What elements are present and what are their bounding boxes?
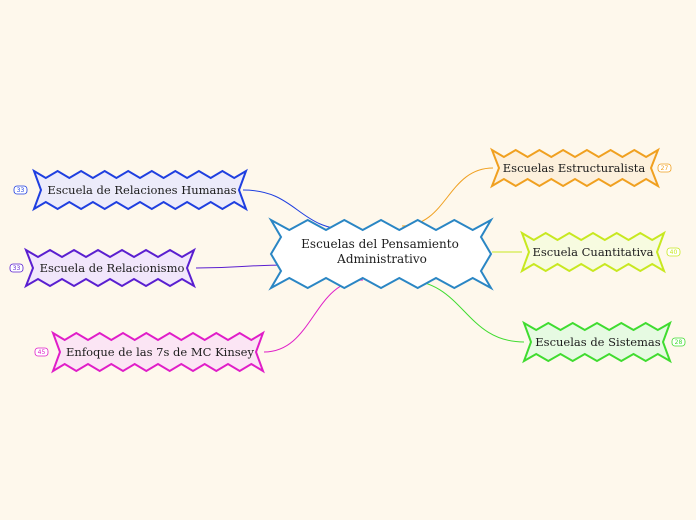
topic-sistemas[interactable]: Escuelas de Sistemas 28	[522, 320, 686, 364]
topic-relacionismo[interactable]: Escuela de Relacionismo 33	[9, 247, 196, 289]
topic-relaciones-humanas[interactable]: Escuela de Relaciones Humanas 33	[13, 168, 248, 212]
central-topic-shape	[268, 217, 494, 291]
count-badge: 33	[9, 263, 24, 273]
topic-shape	[490, 147, 660, 189]
connector-siete-s	[263, 279, 364, 353]
count-badge: 28	[671, 337, 686, 347]
topic-siete-s[interactable]: Enfoque de las 7s de MC Kinsey 45	[34, 330, 265, 374]
count-badge-text: 33	[17, 187, 25, 194]
topic-label: Escuelas Estructuralista	[503, 161, 646, 175]
central-topic-line-1: Escuelas del Pensamiento	[301, 237, 459, 251]
topic-shape	[32, 168, 248, 212]
topic-label: Escuela Cuantitativa	[532, 245, 653, 259]
count-badge: 40	[666, 247, 681, 257]
topic-estructuralista[interactable]: Escuelas Estructuralista 27	[490, 147, 672, 189]
topic-cuantitativa[interactable]: Escuela Cuantitativa 40	[520, 230, 681, 274]
topic-shape	[522, 320, 672, 364]
connector-sistemas	[403, 279, 525, 343]
count-badge-text: 28	[675, 339, 683, 346]
count-badge-text: 33	[13, 265, 21, 272]
count-badge-text: 40	[670, 249, 678, 256]
count-badge: 27	[657, 163, 672, 173]
topic-label: Escuela de Relaciones Humanas	[47, 183, 236, 197]
connector-relacionismo	[195, 264, 289, 269]
topic-label: Escuelas de Sistemas	[535, 335, 661, 349]
topic-label: Enfoque de las 7s de MC Kinsey	[66, 345, 254, 359]
topic-shape	[24, 247, 196, 289]
topic-label: Escuela de Relacionismo	[40, 261, 185, 275]
central-topic[interactable]: Escuelas del Pensamiento Administrativo	[268, 217, 494, 291]
central-topic-line-2: Administrativo	[336, 252, 427, 266]
connector-estructuralista	[401, 167, 494, 227]
count-badge-text: 27	[661, 165, 669, 172]
topic-shape	[520, 230, 666, 274]
topic-shape	[51, 330, 265, 374]
count-badge: 45	[34, 347, 49, 357]
count-badge: 33	[13, 185, 28, 195]
count-badge-text: 45	[38, 349, 46, 356]
